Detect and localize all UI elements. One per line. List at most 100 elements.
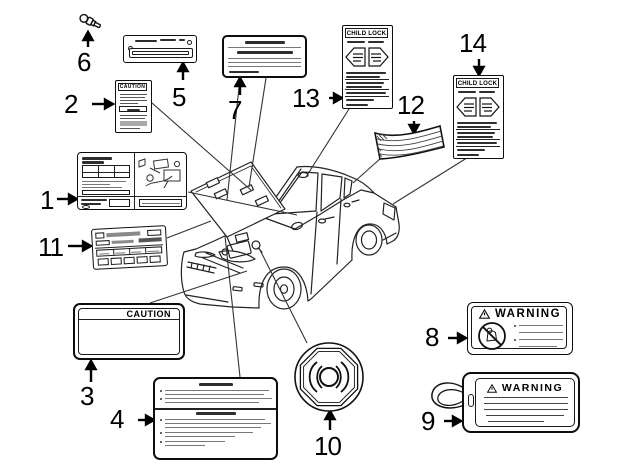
line-art [346,104,368,106]
vacuum-hose-diagram [138,158,181,189]
line-art [307,259,353,302]
screw-hole [187,40,192,45]
line-art [134,153,136,209]
callout-arrows [57,29,486,430]
line-art [303,351,355,403]
line-art [120,115,147,117]
line-art [319,367,339,387]
line-art [228,66,301,68]
line-art [149,270,248,304]
tag-strap [431,382,469,409]
line-art [165,398,272,400]
line-art [368,47,389,67]
line-art [478,309,490,319]
line-art [228,58,301,60]
plate-slot [129,48,193,58]
line-art [120,128,140,130]
line-art [139,199,182,207]
line-art [347,41,365,43]
label-13-child-lock: CHILD LOCK [342,25,393,109]
line-art [78,196,186,198]
line-art [472,65,486,78]
callout-8: 8 [425,322,440,352]
callout-10: 10 [314,431,342,461]
line-art [345,89,389,90]
line-art [165,390,269,392]
line-art [160,441,163,444]
line-art [82,187,122,189]
line-art [352,157,382,184]
line-art [202,264,205,271]
line-art [266,268,302,310]
callout-arrow-12 [407,121,421,136]
line-art [376,130,444,158]
line-art [81,239,94,253]
line-art [382,232,397,241]
line-art [351,199,360,203]
callout-6: 6 [77,47,92,77]
line-art [221,248,229,256]
line-art [123,256,135,265]
child-lock-title: CHILD LOCK [346,30,387,37]
label-14-child-lock: CHILD LOCK [453,75,504,159]
label-12-curved [373,124,445,160]
line-art [376,135,382,142]
line-art [127,109,140,111]
spec-table [82,165,130,178]
line-art [336,198,342,265]
line-art [519,332,563,334]
caution-title: CAUTION [126,309,171,319]
horn-sound-waves-icon [308,361,350,393]
line-art [97,258,109,266]
line-art [340,361,350,393]
tag-9-warning: WARNING [462,372,580,433]
line-art [165,394,264,396]
child-lock-title: CHILD LOCK [457,80,498,87]
line-art [324,216,335,220]
callout-12: 12 [397,90,425,120]
line-art [173,160,181,168]
callout-9: 9 [421,406,436,436]
line-art [478,322,506,350]
child-lock-header: CHILD LOCK [345,28,388,38]
line-art [103,97,116,111]
line-art [144,413,157,427]
car-roof [296,165,352,178]
label-4-instructions [153,377,278,460]
line-art [310,211,318,295]
line-art [335,365,342,389]
roof-label-mark [297,171,309,179]
callout-14: 14 [459,28,487,58]
child-lock-header: CHILD LOCK [456,78,499,88]
line-art [120,94,147,96]
line-art [360,189,375,194]
callout-1: 1 [40,185,55,215]
line-art [82,190,130,195]
line-art [151,102,253,192]
label-3-caution: CAUTION [73,303,185,360]
car-beltline [294,189,362,230]
line-art [81,199,107,201]
callout-arrow-11 [68,239,94,253]
line-art [179,39,185,41]
callout-arrow-7 [233,75,247,95]
label-10-circular [294,342,364,412]
warning-triangle-icon [478,309,490,319]
callout-13: 13 [292,83,320,113]
callout-arrow-5 [176,60,190,80]
line-art [245,41,285,44]
warning-title: WARNING [501,382,564,394]
car-front-wheel [266,268,302,310]
line-art [457,125,491,128]
line-art [111,239,134,244]
line-art [146,174,154,182]
line-art [95,232,105,239]
line-art [82,205,90,209]
caution-title: CAUTION [119,84,146,90]
lock-unlock-arrows-icon [456,97,500,117]
line-art [82,161,104,164]
line-art [82,157,112,160]
engine-bay-cap [251,240,261,250]
line-art [138,158,146,168]
line-art [519,346,557,348]
